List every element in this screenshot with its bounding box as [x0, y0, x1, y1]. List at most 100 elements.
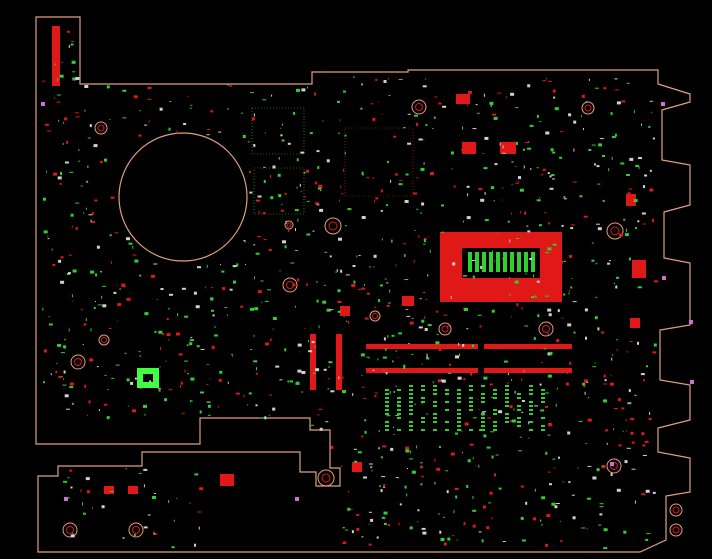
component-pad [250, 349, 253, 350]
component-pad [367, 292, 370, 295]
board-outline [35, 16, 691, 553]
component-pad [544, 295, 549, 297]
component-pad [519, 436, 522, 438]
component-pad [374, 200, 375, 203]
component-pad [50, 373, 52, 376]
component-pad [514, 280, 519, 284]
component-pad [153, 533, 157, 535]
component-pad [347, 320, 349, 324]
cpu-die-pad [531, 252, 535, 272]
component-pad [494, 259, 496, 263]
memory-grid-pad [493, 389, 497, 391]
component-pad [109, 491, 114, 493]
component-pad [414, 114, 418, 117]
component-pad [198, 526, 200, 530]
memory-grid-pad [385, 397, 389, 399]
component-pad [545, 78, 547, 80]
component-pad [603, 374, 606, 378]
mounting-hole [62, 522, 78, 538]
mounting-hole [324, 217, 342, 235]
component-pad [104, 374, 107, 376]
memory-grid-pad [505, 417, 509, 419]
component-pad [55, 371, 58, 373]
component-pad [272, 165, 276, 169]
component-pad [321, 120, 324, 122]
component-pad [248, 392, 252, 395]
component-pad [268, 249, 272, 251]
component-pad [556, 339, 560, 343]
component-pad [523, 148, 525, 151]
component-pad [270, 196, 274, 200]
component-pad [423, 239, 426, 243]
component-pad [94, 199, 98, 202]
component-pad [560, 131, 564, 133]
component-pad [594, 316, 598, 320]
memory-grid-pad [433, 421, 437, 423]
component-pad [310, 424, 314, 426]
component-pad [652, 351, 657, 354]
memory-grid-pad [397, 389, 401, 391]
memory-grid-pad [541, 393, 545, 395]
component-pad [214, 325, 216, 328]
component-pad [352, 76, 355, 78]
component-pad [258, 210, 260, 214]
component-pad [626, 174, 630, 176]
component-pad [634, 500, 636, 504]
component-pad [190, 336, 193, 338]
component-pad [529, 290, 531, 294]
memory-grid-pad [517, 397, 521, 399]
component-pad [69, 469, 73, 472]
memory-grid-pad [505, 385, 509, 387]
component-pad [453, 185, 456, 188]
component-pad [240, 305, 244, 308]
component-pad [449, 363, 452, 366]
component-pad [492, 113, 497, 116]
chipset-grid [344, 127, 414, 197]
component-pad [361, 374, 363, 376]
component-pad [542, 80, 547, 82]
component-pad [398, 332, 403, 335]
component-pad [613, 408, 618, 409]
mounting-hole-inner [74, 358, 82, 366]
component-pad [490, 104, 492, 107]
memory-grid-pad [505, 393, 509, 395]
mounting-hole-inner [584, 104, 592, 112]
component-pad [557, 309, 560, 313]
component-pad [545, 131, 550, 135]
component-pad [603, 383, 608, 385]
component-pad [97, 304, 102, 306]
component-pad [413, 259, 415, 263]
component-pad [623, 218, 626, 221]
component-pad [425, 124, 428, 127]
component-pad [549, 187, 554, 190]
component-pad [64, 161, 69, 164]
component-pad [338, 376, 340, 380]
component-pad [126, 378, 130, 382]
component-pad [287, 380, 290, 383]
component-pad [626, 351, 629, 353]
component-pad [402, 243, 406, 245]
component-pad [395, 173, 398, 176]
component-pad [214, 334, 218, 337]
component-pad [147, 514, 151, 516]
memory-grid-pad [409, 393, 413, 395]
component-pad [353, 280, 356, 284]
mounting-hole [581, 101, 595, 115]
component-pad [62, 142, 64, 145]
mounting-hole-inner [286, 222, 292, 228]
component-pad [595, 296, 598, 298]
component-pad [249, 191, 253, 194]
component-pad [570, 227, 574, 230]
component-pad [502, 152, 506, 154]
component-pad [181, 412, 185, 414]
mounting-hole [411, 99, 427, 115]
component-pad [75, 226, 78, 230]
component-pad [133, 534, 136, 537]
component-pad [196, 345, 200, 348]
component-pad [555, 403, 557, 407]
component-pad [253, 144, 256, 147]
component-pad [257, 236, 261, 237]
component-pad [389, 289, 391, 293]
memory-grid-pad [493, 397, 497, 399]
component-pad [308, 350, 313, 353]
